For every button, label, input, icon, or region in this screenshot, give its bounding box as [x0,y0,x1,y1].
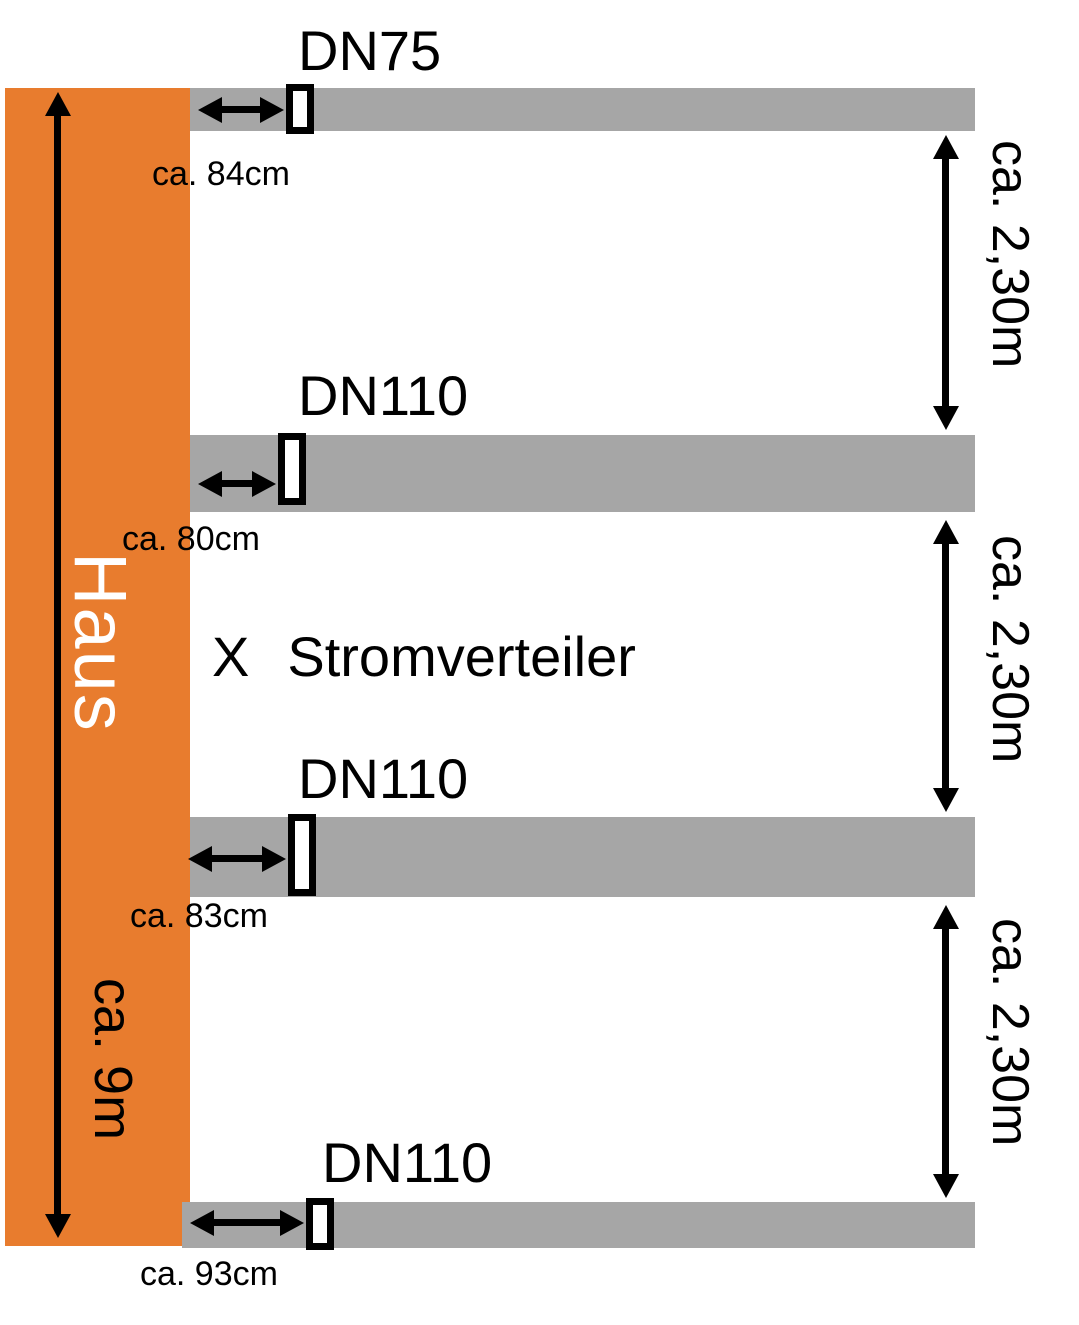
offset-label-2: ca. 80cm [122,520,260,558]
offset-label-3: ca. 83cm [130,897,268,935]
offset-label-4: ca. 93cm [140,1255,278,1293]
pipe-stub-4 [306,1198,334,1250]
offset-label-1: ca. 84cm [152,155,290,193]
pipe-bar-1 [190,88,975,131]
pipe-bar-3 [190,817,975,897]
offset-arrow-2 [222,480,252,487]
offset-arrow-1 [222,106,260,113]
pipe-label-1: DN75 [298,19,442,82]
house-rect [5,88,190,1246]
spacing-label-3: ca. 2,30m [981,918,1039,1147]
offset-arrow-3 [212,855,262,862]
house-label: Haus [59,552,142,733]
spacing-label-1: ca. 2,30m [981,140,1039,369]
distributor-annotation: X Stromverteiler [212,624,636,689]
pipe-label-2: DN110 [298,364,469,427]
offset-arrow-4 [214,1219,280,1226]
spacing-label-2: ca. 2,30m [981,535,1039,764]
spacing-arrow-2 [942,544,949,788]
pipe-stub-1 [286,84,314,134]
house-height-label: ca. 9m [83,978,143,1141]
distributor-label: Stromverteiler [287,625,636,688]
distributor-marker: X [212,625,250,688]
pipe-label-4: DN110 [322,1131,493,1194]
pipe-bar-2 [190,435,975,512]
spacing-arrow-1 [942,159,949,406]
spacing-arrow-3 [942,929,949,1174]
pipe-stub-2 [278,433,306,505]
pipe-stub-3 [288,814,316,896]
pipe-label-3: DN110 [298,747,469,810]
house-height-arrow [54,116,61,1214]
